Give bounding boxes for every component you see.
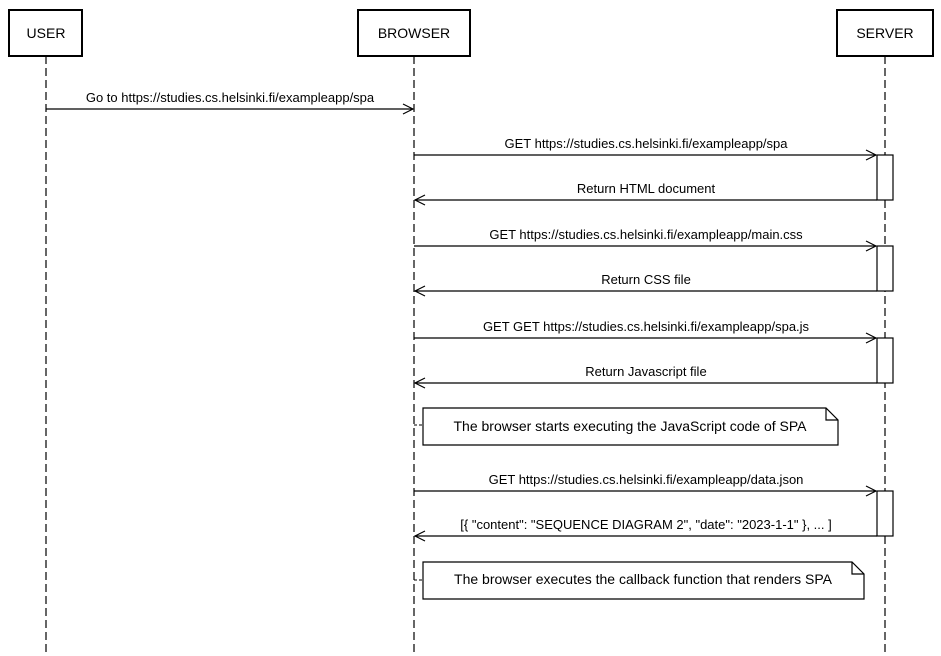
- actor-user: USER: [8, 9, 83, 57]
- message-label: Return HTML document: [577, 181, 716, 196]
- message-label: GET GET https://studies.cs.helsinki.fi/e…: [483, 319, 810, 334]
- note-fold: [825, 408, 838, 421]
- actor-browser: BROWSER: [357, 9, 471, 57]
- actor-browser-label: BROWSER: [378, 25, 450, 41]
- message-label: Go to https://studies.cs.helsinki.fi/exa…: [86, 90, 375, 105]
- actor-user-label: USER: [27, 25, 66, 41]
- message-label: GET https://studies.cs.helsinki.fi/examp…: [504, 136, 788, 151]
- note-text: The browser executes the callback functi…: [454, 571, 833, 587]
- message-label: [{ "content": "SEQUENCE DIAGRAM 2", "dat…: [460, 517, 831, 532]
- note-fold: [851, 562, 864, 575]
- server-activation-bar: [876, 154, 894, 201]
- note-text: The browser starts executing the JavaScr…: [453, 418, 807, 434]
- message-label: Return CSS file: [601, 272, 691, 287]
- message-label: GET https://studies.cs.helsinki.fi/examp…: [489, 227, 803, 242]
- server-activation-bar: [876, 337, 894, 384]
- note-box: [422, 407, 839, 446]
- message-label: GET https://studies.cs.helsinki.fi/examp…: [489, 472, 804, 487]
- message-label: Return Javascript file: [585, 364, 706, 379]
- note-box: [422, 561, 865, 600]
- actor-server: SERVER: [836, 9, 934, 57]
- server-activation-bar: [876, 490, 894, 537]
- server-activation-bar: [876, 245, 894, 292]
- actor-server-label: SERVER: [856, 25, 913, 41]
